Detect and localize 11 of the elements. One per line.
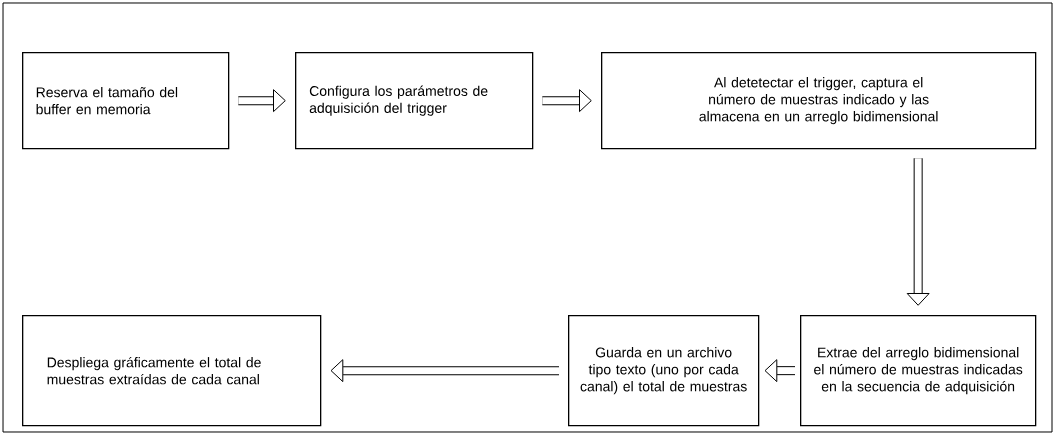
- process-box: Configura los parámetros de adquisición del trigger: [295, 52, 534, 150]
- block-arrow: [764, 359, 795, 383]
- process-box: Reserva el tamaño del buffer en memoria: [22, 52, 230, 150]
- process-box: Al detetectar el trigger, captura el número de muestras indicado y las almacena en un arreglo bidimensional: [601, 52, 1037, 150]
- block-arrow: [906, 158, 930, 306]
- process-box: Despliega gráficamente el total de muestras extraídas de cada canal: [22, 315, 322, 427]
- block-arrow: [330, 359, 559, 383]
- block-arrow: [542, 89, 592, 113]
- block-arrow: [238, 89, 286, 113]
- process-box: Extrae del arreglo bidimensional el número de muestras indicadas en la secuencia de adquisición: [800, 315, 1037, 427]
- process-box: Guarda en un archivo tipo texto (uno por cada canal) el total de muestras: [568, 315, 760, 427]
